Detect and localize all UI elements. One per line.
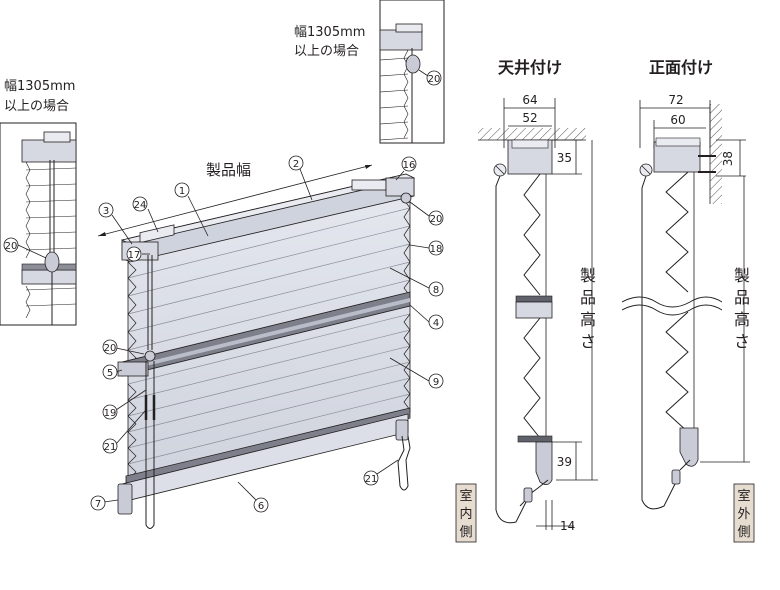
inset-note-left-line1: 幅1305mm [4, 79, 75, 94]
ceiling-height-label-1: 製 [580, 266, 596, 285]
face-height-label-1: 製 [734, 266, 750, 285]
callout-3: 3 [103, 206, 109, 217]
callout-5: 5 [107, 368, 113, 379]
ceiling-dim-side: 14 [560, 519, 575, 533]
ceiling-side-tag-2: 内 [459, 506, 472, 522]
callout-17: 17 [128, 250, 141, 261]
ceiling-dim-head: 35 [557, 151, 572, 165]
callout-20-left: 20 [5, 241, 18, 252]
callout-6: 6 [258, 501, 264, 512]
left-inset: 幅1305mm 以上の場合 20 [0, 79, 77, 326]
inset-note-top-line2: 以上の場合 [294, 44, 359, 59]
ceiling-side-tag-3: 側 [459, 525, 472, 540]
ceiling-height-label-2: 品 [580, 288, 596, 307]
face-mount-section: 正面付け 72 60 38 [621, 58, 755, 543]
face-headrail [653, 141, 701, 173]
inset-left-headrail [21, 139, 77, 163]
callout-21-right: 21 [365, 474, 378, 485]
face-dim-inner: 60 [670, 113, 685, 127]
ceiling-mount-section: 天井付け 64 52 35 [455, 58, 598, 543]
callout-16: 16 [403, 160, 416, 171]
inset-left-knob [44, 251, 60, 273]
ceiling-mount-title: 天井付け [498, 58, 562, 77]
callout-24: 24 [134, 200, 147, 211]
callout-8: 8 [433, 285, 439, 296]
callouts: 1 2 3 24 17 16 20 18 8 [90, 155, 444, 513]
inset-note-top-line1: 幅1305mm [294, 25, 365, 40]
inset-note-left-line2: 以上の場合 [4, 99, 69, 114]
ceiling-dim-outer: 64 [522, 93, 537, 107]
ceiling-height-label-4: さ [580, 332, 596, 351]
callout-2: 2 [293, 159, 299, 170]
top-inset: 幅1305mm 以上の場合 20 [294, 0, 445, 144]
callout-18: 18 [430, 244, 443, 255]
callout-9: 9 [433, 377, 439, 388]
callout-7: 7 [95, 499, 101, 510]
face-height-label-4: さ [734, 332, 750, 351]
callout-19: 19 [104, 408, 117, 419]
callout-20-main-left: 20 [104, 343, 117, 354]
face-dim-head: 38 [721, 151, 735, 166]
ceiling-side-tag-1: 室 [459, 488, 472, 504]
product-width-label: 製品幅 [206, 161, 251, 179]
ceiling-dim-bottom: 39 [557, 455, 572, 469]
face-mount-title: 正面付け [649, 58, 713, 77]
callout-4: 4 [433, 318, 439, 329]
callout-1: 1 [179, 186, 185, 197]
face-dim-outer: 72 [668, 93, 683, 107]
callout-20-main-right: 20 [430, 214, 443, 225]
face-side-tag-1: 室 [737, 488, 750, 504]
face-side-tag-2: 外 [737, 507, 750, 522]
callout-20-top: 20 [428, 74, 441, 85]
main-blind: 製品幅 [90, 155, 444, 529]
face-height-label-3: 高 [734, 310, 750, 329]
ceiling-height-label-3: 高 [580, 310, 596, 329]
ceiling-dim-inner: 52 [522, 111, 537, 125]
face-height-label-2: 品 [734, 288, 750, 307]
callout-21-left: 21 [104, 442, 117, 453]
face-side-tag-3: 側 [737, 525, 750, 540]
